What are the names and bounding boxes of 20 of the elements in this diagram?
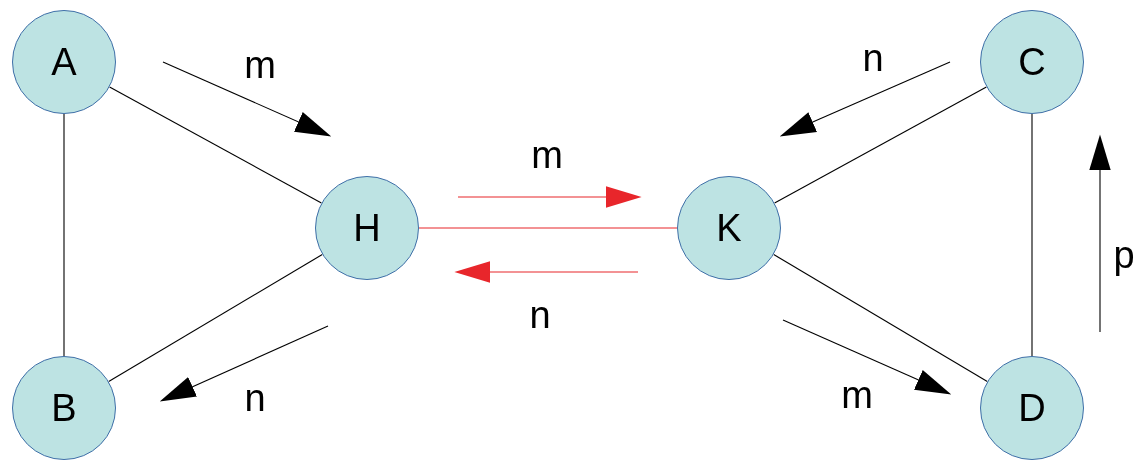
arrow-label: n	[244, 378, 266, 418]
arrow-label: m	[531, 135, 563, 175]
circle-node: D	[980, 356, 1084, 460]
connector-line	[774, 86, 987, 204]
arrow-label: p	[1113, 235, 1135, 275]
arrow-label: m	[244, 45, 276, 85]
connector-line	[1031, 113, 1033, 357]
connector-line	[108, 254, 323, 382]
connector-line	[63, 113, 65, 357]
circle-node: H	[315, 176, 419, 280]
circle-node: C	[980, 10, 1084, 114]
arrow-label: m	[841, 375, 873, 415]
arrow-label: n	[529, 295, 551, 335]
connector-line	[109, 86, 322, 204]
circle-node: B	[12, 356, 116, 460]
arrow-label: n	[862, 38, 884, 78]
circle-node: K	[677, 176, 781, 280]
connector-line	[773, 254, 988, 382]
connector-line	[418, 227, 678, 229]
circle-node: A	[12, 10, 116, 114]
